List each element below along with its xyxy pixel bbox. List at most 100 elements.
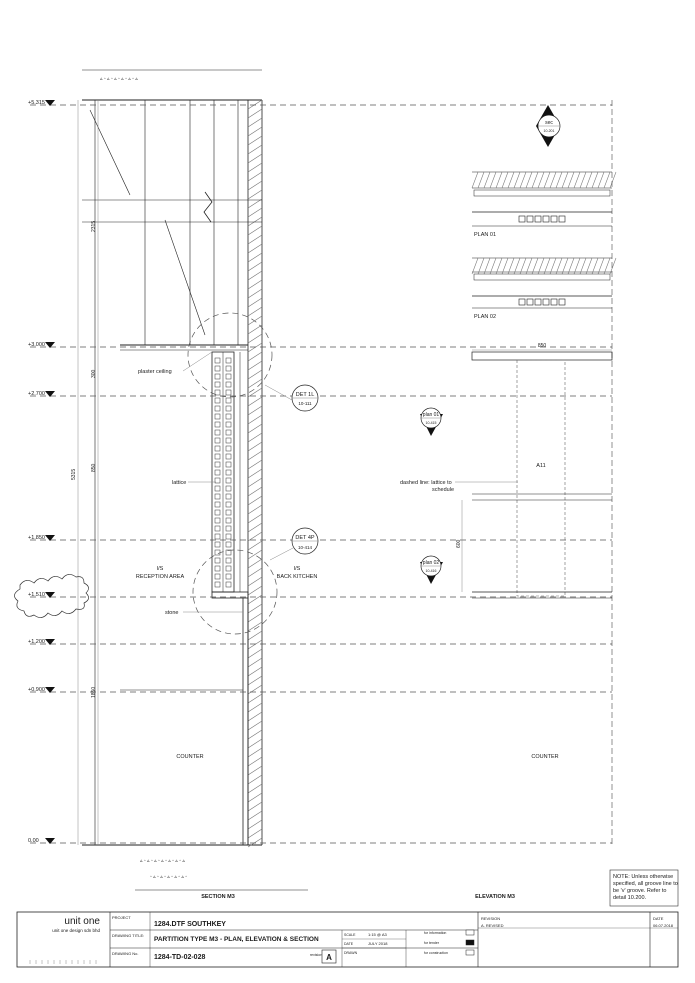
elevation-m3: sec 10-201 PLAN 01 PLAN 02 850 bbox=[400, 100, 617, 900]
revision-cloud bbox=[14, 574, 89, 618]
title-block: unit one unit one design sdn bhd PROJECT… bbox=[16, 911, 679, 968]
lattice-partition bbox=[211, 351, 241, 593]
dim-300: 300 bbox=[91, 369, 97, 378]
date-entry: 06.07.2018 bbox=[653, 923, 674, 928]
svg-text:▵ ◦ ▵ ◦ ▵ ◦ ▵ ◦ ▵ ◦ ▵: ▵ ◦ ▵ ◦ ▵ ◦ ▵ ◦ ▵ ◦ ▵ bbox=[100, 76, 138, 82]
label-counter-right: COUNTER bbox=[531, 754, 558, 760]
section-m3: ▵ ◦ ▵ ◦ ▵ ◦ ▵ ◦ ▵ ◦ ▵ ▵ ◦ ▵ ◦ ▵ ◦ ▵ ◦ ▵ … bbox=[14, 69, 612, 900]
label-reception-2: RECEPTION AREA bbox=[136, 574, 185, 580]
plaster-ceiling bbox=[120, 344, 248, 351]
label-stone: stone bbox=[165, 610, 178, 616]
level-lines: +5.315 +3.000 +2.700 +1.850 +1.510 +1.200 +0.9… bbox=[28, 100, 612, 844]
label-dashed-line-2: schedule bbox=[432, 487, 454, 493]
project-label: PROJECT bbox=[112, 915, 131, 920]
svg-text:SCALE: SCALE bbox=[344, 933, 356, 937]
svg-text:plan 01: plan 01 bbox=[423, 412, 440, 418]
revision-label: revision bbox=[310, 953, 322, 957]
svg-text:10-111: 10-111 bbox=[298, 401, 312, 406]
level-label: +2.700 bbox=[28, 391, 45, 397]
dim-5315: 5315 bbox=[71, 469, 77, 480]
scale-value: 1:15 @ A3 bbox=[368, 932, 388, 937]
label-lattice: lattice bbox=[172, 480, 186, 486]
callout-det-4p: DET 4P 10-414 bbox=[269, 527, 319, 561]
bottom-slab: ▵ ◦ ▵ ◦ ▵ ◦ ▵ ◦ ▵ ◦ ▵ ◦ ▵ ◦ ▵ ◦ ▵ ◦ ▵ ◦ … bbox=[82, 844, 308, 891]
detail-circle-mid bbox=[192, 549, 278, 635]
company-sub: unit one design sdn bhd bbox=[52, 928, 100, 933]
svg-text:10-415: 10-415 bbox=[426, 421, 437, 425]
level-label: +1.850 bbox=[28, 535, 45, 541]
svg-text:for information: for information bbox=[424, 931, 446, 935]
callout-det-1l: DET 1L 10-111 bbox=[264, 384, 319, 412]
svg-text:10-416: 10-416 bbox=[426, 569, 437, 573]
company-name: unit one bbox=[64, 916, 100, 927]
drawing-title: PARTITION TYPE M3 - PLAN, ELEVATION & SE… bbox=[154, 936, 319, 943]
top-slab: ▵ ◦ ▵ ◦ ▵ ◦ ▵ ◦ ▵ ◦ ▵ bbox=[82, 69, 262, 101]
level-label: +3.000 bbox=[28, 342, 45, 348]
dim-850-elev: 850 bbox=[538, 343, 547, 349]
level-label: +1.510 bbox=[28, 592, 45, 598]
plan-02-strip: PLAN 02 bbox=[471, 257, 617, 320]
callout-plan-01: plan 01 10-415 bbox=[420, 407, 443, 436]
svg-text:for construction: for construction bbox=[424, 951, 448, 955]
project-name: 1284.DTF SOUTHKEY bbox=[154, 921, 226, 928]
date-header: DATE bbox=[653, 916, 664, 921]
svg-text:10-414: 10-414 bbox=[298, 545, 313, 550]
level-marker-icon bbox=[45, 535, 55, 541]
level-label: +0.900 bbox=[28, 687, 45, 693]
label-reception-1: I/S bbox=[157, 566, 164, 572]
drawing-no: 1284-TD-02-028 bbox=[154, 954, 205, 961]
detail-circle-top bbox=[187, 312, 273, 398]
svg-text:plan 02: plan 02 bbox=[423, 560, 440, 566]
svg-text:specified, all groove line to: specified, all groove line to bbox=[613, 881, 678, 887]
svg-text:for tender: for tender bbox=[424, 941, 440, 945]
level-marker-icon bbox=[45, 592, 55, 598]
label-plaster-ceiling: plaster ceiling bbox=[138, 369, 172, 375]
svg-text:NOTE: Unless otherwise: NOTE: Unless otherwise bbox=[613, 874, 673, 880]
revision-header: REVISION bbox=[481, 916, 500, 921]
vertical-dimensions: 2315 300 5315 850 1850 bbox=[71, 100, 99, 845]
label-counter-left: COUNTER bbox=[176, 754, 203, 760]
dim-600: 600 bbox=[456, 539, 462, 548]
callout-plan-02: plan 02 10-416 bbox=[420, 555, 443, 584]
revision-entry: A. REVISED bbox=[481, 923, 504, 928]
svg-text:be 'v' groove. Refer to: be 'v' groove. Refer to bbox=[613, 888, 666, 894]
level-label: 0.00 bbox=[28, 838, 39, 844]
svg-text:DET 1L: DET 1L bbox=[296, 392, 315, 398]
label-back-kitchen-1: I/S bbox=[294, 566, 301, 572]
drawing-title-label: DRAWING TITLE: bbox=[112, 933, 144, 938]
plan-01-strip: PLAN 01 bbox=[471, 171, 617, 238]
level-label: +1.200 bbox=[28, 639, 45, 645]
level-marker-icon bbox=[45, 838, 55, 844]
drawing-no-label: DRAWING No. bbox=[112, 951, 139, 956]
dim-2315: 2315 bbox=[91, 221, 97, 232]
svg-text:DATE: DATE bbox=[344, 942, 354, 946]
revision-value: A bbox=[326, 953, 332, 962]
level-marker-icon bbox=[45, 687, 55, 693]
level-label: +5.315 bbox=[28, 100, 45, 106]
date-value: JULY 2018 bbox=[368, 941, 388, 946]
level-marker-icon bbox=[45, 639, 55, 645]
svg-text:DET 4P: DET 4P bbox=[295, 535, 314, 541]
general-note: NOTE: Unless otherwise specified, all gr… bbox=[609, 869, 679, 907]
svg-text:sec: sec bbox=[545, 120, 553, 126]
level-marker-icon bbox=[45, 342, 55, 348]
svg-text:DRAWN: DRAWN bbox=[344, 951, 358, 955]
section-marker: sec 10-201 bbox=[536, 105, 561, 147]
stone-counter bbox=[120, 591, 249, 845]
dim-850: 850 bbox=[91, 463, 97, 472]
label-dashed-line-1: dashed line: lattice to bbox=[400, 480, 452, 486]
label-a11: A11 bbox=[536, 463, 545, 469]
hatched-wall bbox=[247, 99, 263, 848]
status-tender-box bbox=[465, 939, 475, 946]
svg-text:▵ ◦ ▵ ◦ ▵ ◦ ▵ ◦ ▵ ◦ ▵ ◦ ▵: ▵ ◦ ▵ ◦ ▵ ◦ ▵ ◦ ▵ ◦ ▵ ◦ ▵ bbox=[140, 858, 185, 864]
label-plan-01: PLAN 01 bbox=[474, 232, 496, 238]
scale-bar bbox=[29, 960, 97, 964]
ceiling-frame bbox=[82, 100, 262, 845]
svg-text:10-201: 10-201 bbox=[544, 129, 555, 133]
svg-text:detail 10.200.: detail 10.200. bbox=[613, 895, 646, 901]
elevation-body: 850 A11 600 dashed line: lattice to sche… bbox=[400, 100, 613, 845]
dim-1850: 1850 bbox=[91, 687, 97, 698]
level-marker-icon bbox=[45, 391, 55, 397]
elevation-title: ELEVATION M3 bbox=[475, 894, 515, 900]
